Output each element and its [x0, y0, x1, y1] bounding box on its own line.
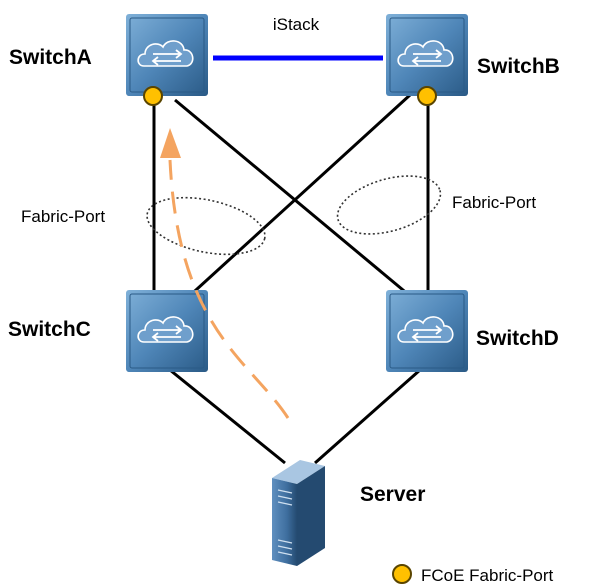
- fcoe-flow-arrowhead: [160, 128, 181, 158]
- link-switchd-server: [314, 368, 421, 465]
- fcoe-port-marker-switcha: [143, 86, 163, 106]
- switch-b-label: SwitchB: [477, 55, 560, 78]
- link-switchc-server: [169, 368, 286, 465]
- switch-d-icon: [386, 290, 468, 372]
- fabric-port-label-left: Fabric-Port: [21, 207, 105, 226]
- fabric-port-ellipse-right: [336, 175, 442, 235]
- fcoe-port-marker-switchb: [417, 86, 437, 106]
- switch-b-icon: [386, 14, 468, 96]
- fcoe-flow-arrow: [168, 159, 290, 419]
- server-label: Server: [360, 483, 425, 506]
- istack-label: iStack: [273, 15, 320, 34]
- fabric-port-label-right: Fabric-Port: [452, 193, 536, 212]
- server-icon: [272, 460, 325, 566]
- legend: FCoE Fabric-Port: [392, 564, 554, 585]
- fabric-port-ellipse-left: [146, 196, 266, 256]
- switch-a-icon: [126, 14, 208, 96]
- legend-label: FCoE Fabric-Port: [421, 566, 554, 585]
- link-switchb-switchc: [183, 93, 412, 302]
- switch-c-label: SwitchC: [8, 318, 91, 341]
- legend-fcoe-port-icon: [392, 564, 412, 584]
- switch-d-label: SwitchD: [476, 327, 559, 350]
- switch-c-icon: [126, 290, 208, 372]
- switch-a-label: SwitchA: [9, 46, 92, 69]
